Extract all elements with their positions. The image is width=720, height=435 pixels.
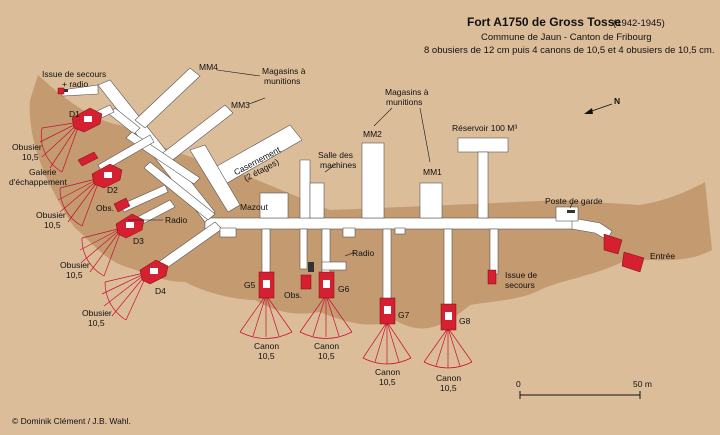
label-magasins-a-2: munitions	[264, 76, 300, 86]
label-d3: D3	[133, 236, 144, 246]
label-obs-lower: Obs.	[284, 290, 302, 300]
label-radio-upper: Radio	[165, 215, 187, 225]
firing-sectors	[39, 121, 473, 369]
title-main: Fort A1750 de Gross Tosse	[467, 15, 621, 29]
north-arrow: N	[584, 96, 620, 114]
label-g7: G7	[398, 310, 410, 320]
fort-structure	[61, 67, 613, 307]
label-mazout: Mazout	[240, 202, 269, 212]
credit-text: © Dominik Clément / J.B. Wahl.	[12, 416, 131, 426]
label-obusier-d1: Obusier	[12, 142, 42, 152]
label-obusier-d3: Obusier	[60, 260, 90, 270]
casemate-g7	[379, 297, 396, 325]
label-mm3: MM3	[231, 100, 250, 110]
label-magasins-a-1: Magasins à	[262, 66, 306, 76]
label-obs-upper: Obs.	[96, 203, 114, 213]
label-salle-2: machines	[320, 160, 356, 170]
label-g8: G8	[459, 316, 471, 326]
casemate-g6	[318, 271, 335, 299]
label-salle-1: Salle des	[318, 150, 353, 160]
casemate-d4	[139, 259, 169, 285]
label-radio-lower: Radio	[352, 248, 374, 258]
label-obusier-d2: Obusier	[36, 210, 66, 220]
label-entree: Entrée	[650, 251, 675, 261]
casemate-d2	[91, 163, 123, 189]
title-line3: 8 obusiers de 12 cm puis 4 canons de 10,…	[424, 45, 714, 56]
casemate-entree-2	[621, 251, 645, 273]
label-calibre-d4: 10,5	[88, 318, 105, 328]
rock-terrain	[29, 75, 712, 329]
label-calibre-d1: 10,5	[22, 152, 39, 162]
scale-bar: 0 50 m	[516, 379, 652, 399]
casemates	[57, 87, 645, 331]
leader-lines	[128, 69, 574, 257]
label-poste-garde: Poste de garde	[545, 196, 603, 206]
title-line2: Commune de Jaun - Canton de Fribourg	[481, 32, 652, 43]
label-reservoir: Réservoir 100 M³	[452, 123, 517, 133]
label-d2: D2	[107, 185, 118, 195]
label-canon-g6: Canon	[314, 341, 339, 351]
label-d4: D4	[155, 286, 166, 296]
label-galerie-2: d'échappement	[9, 177, 67, 187]
label-canon-g8: Canon	[436, 373, 461, 383]
label-mm2: MM2	[363, 129, 382, 139]
north-arrow-letter: N	[614, 96, 620, 106]
casemate-galerie	[77, 151, 99, 167]
label-canon-g7: Canon	[375, 367, 400, 377]
label-calibre-d2: 10,5	[44, 220, 61, 230]
label-calibre-g7: 10,5	[379, 377, 396, 387]
casemate-obs-upper	[113, 197, 131, 213]
label-calibre-g6: 10,5	[318, 351, 335, 361]
label-calibre-g8: 10,5	[440, 383, 457, 393]
label-galerie-1: Galerie	[29, 167, 57, 177]
label-g6: G6	[338, 284, 350, 294]
marker-issue-top	[57, 87, 65, 95]
label-g5: G5	[244, 280, 256, 290]
casemate-d1	[71, 107, 103, 133]
label-magasins-b-2: munitions	[386, 97, 422, 107]
label-mm4: MM4	[199, 62, 218, 72]
scale-label-50: 50 m	[633, 379, 652, 389]
casemate-obs-lower	[300, 274, 312, 290]
label-mm1: MM1	[423, 167, 442, 177]
label-canon-g5: Canon	[254, 341, 279, 351]
label-calibre-d3: 10,5	[66, 270, 83, 280]
title-years: (1942-1945)	[613, 18, 665, 29]
casemate-g5	[258, 271, 275, 299]
casemate-g8	[440, 303, 457, 331]
scale-label-0: 0	[516, 379, 521, 389]
casemate-entree-1	[603, 233, 623, 255]
label-issue-bas-1: Issue de	[505, 270, 537, 280]
label-magasins-b-1: Magasins à	[385, 87, 429, 97]
label-calibre-g5: 10,5	[258, 351, 275, 361]
label-issue-secours-1: Issue de secours	[42, 69, 106, 79]
label-obusier-d4: Obusier	[82, 308, 112, 318]
label-d1: D1	[69, 109, 80, 119]
casemate-issue-secours	[487, 269, 497, 285]
label-issue-secours-2: + radio	[62, 79, 88, 89]
label-issue-bas-2: secours	[505, 280, 535, 290]
